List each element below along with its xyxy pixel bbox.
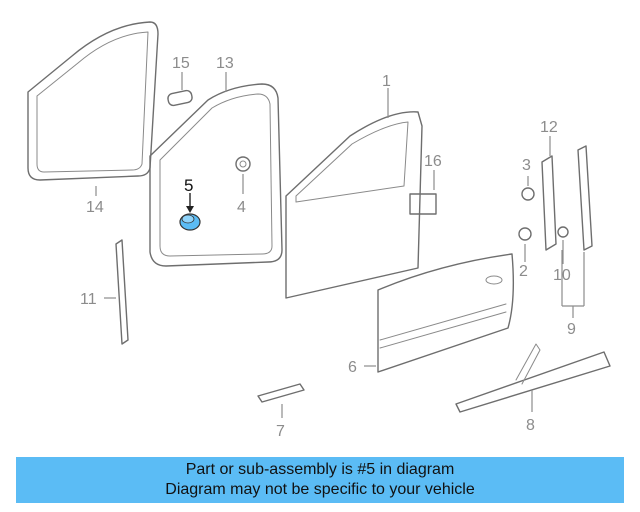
callout-13: 13: [216, 55, 234, 72]
callout-5: 5: [184, 176, 193, 195]
info-banner: Part or sub-assembly is #5 in diagram Di…: [16, 457, 624, 503]
callout-4: 4: [237, 199, 246, 216]
part-4-grommet: [235, 156, 251, 172]
part-11-molding: [115, 239, 129, 345]
part-10-bolt: [557, 226, 569, 238]
callout-11: 11: [80, 291, 97, 308]
callout-14: 14: [86, 199, 104, 216]
callout-8: 8: [526, 417, 535, 434]
part-1-door-shell: [285, 111, 423, 299]
part-5-highlight: [179, 213, 201, 231]
callout-7: 7: [276, 423, 285, 440]
part-16-label: [409, 193, 437, 215]
callout-6: 6: [348, 359, 357, 376]
callout-1: 1: [382, 73, 391, 90]
callout-2: 2: [519, 263, 528, 280]
part-14-weatherstrip: [27, 21, 159, 181]
part-12-strip: [541, 155, 557, 251]
callout-3: 3: [522, 157, 531, 174]
callout-15: 15: [172, 55, 190, 72]
part-7-trim: [257, 383, 305, 403]
callout-12: 12: [540, 119, 558, 136]
callout-10: 10: [553, 267, 571, 284]
callout-9: 9: [567, 321, 576, 338]
part-9-strip: [577, 145, 593, 251]
callout-16: 16: [424, 153, 442, 170]
part-13-seal: [149, 83, 283, 267]
banner-line-2: Diagram may not be specific to your vehi…: [165, 481, 475, 498]
part-8-rocker: [455, 343, 611, 413]
banner-line-1: Part or sub-assembly is #5 in diagram: [185, 461, 455, 478]
part-6-door-skin: [377, 253, 515, 373]
part-15-clip: [167, 89, 193, 107]
part-2-washer: [518, 227, 532, 241]
parts-diagram: 1 2 3 4 5 6 7 8 9 10 11 12 13 14 15 16: [27, 21, 611, 440]
leader-lines: [95, 72, 585, 418]
part-3-washer: [521, 187, 535, 201]
